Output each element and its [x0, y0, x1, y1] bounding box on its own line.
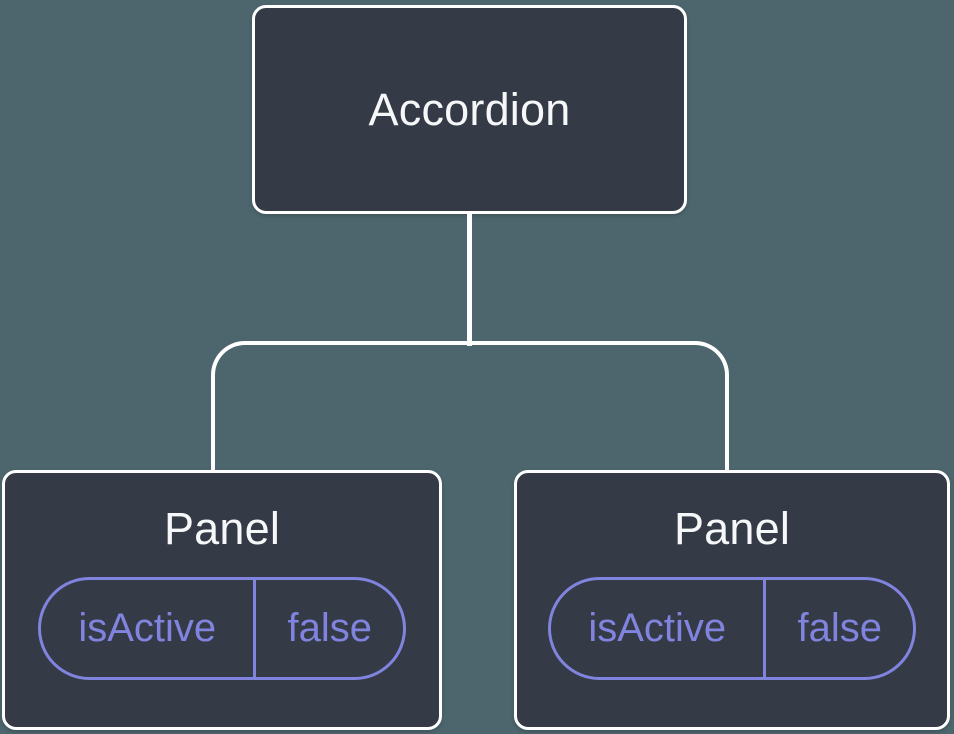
state-key-label: isActive: [588, 606, 727, 650]
connector-branch: [211, 341, 729, 470]
panel-node-label: Panel: [673, 503, 791, 554]
state-pill: isActive false: [38, 577, 406, 680]
component-node-accordion: Accordion: [252, 5, 687, 214]
connector-stem: [467, 212, 472, 346]
component-node-panel-left: Panel isActive false: [2, 470, 442, 730]
component-node-panel-right: Panel isActive false: [514, 470, 950, 730]
accordion-node-label: Accordion: [368, 83, 571, 135]
state-pill: isActive false: [548, 577, 916, 680]
state-value-label: false: [763, 580, 913, 677]
panel-node-label: Panel: [163, 503, 281, 554]
state-value-label: false: [253, 580, 403, 677]
state-key-label: isActive: [78, 606, 217, 650]
